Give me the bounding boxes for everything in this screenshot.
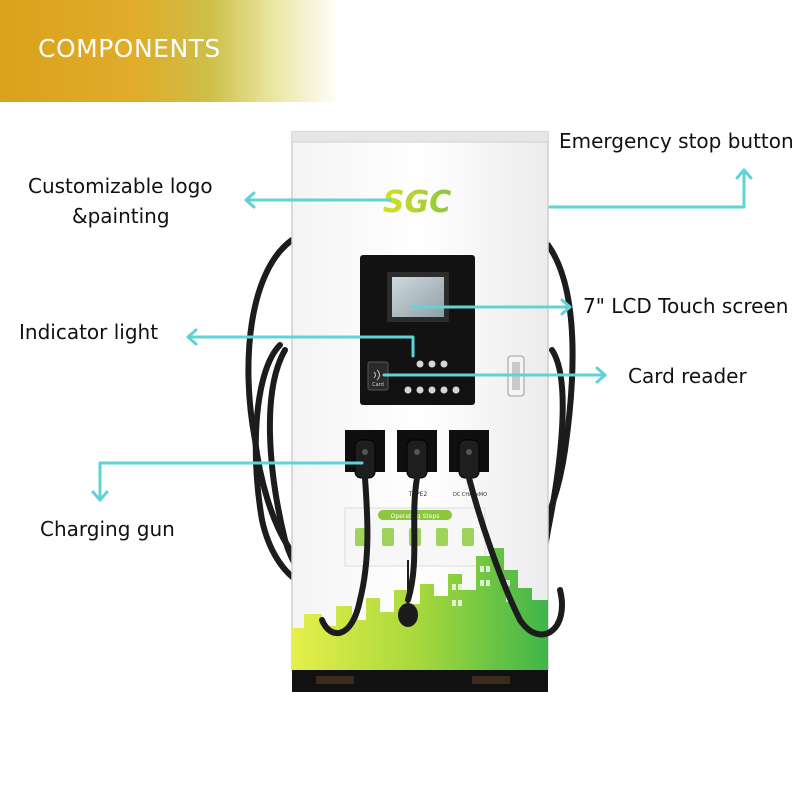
callout-lcd: 7" LCD Touch screen (583, 294, 789, 318)
charging-guns (354, 439, 480, 479)
lcd-screen (392, 277, 444, 317)
card-label: Card (372, 382, 384, 388)
city-skyline (292, 548, 548, 670)
callout-card-reader: Card reader (628, 364, 747, 388)
cabinet-top (292, 132, 548, 142)
gun-pendant (398, 560, 418, 627)
page-title: COMPONENTS (38, 34, 221, 63)
arrow-gun (98, 461, 364, 502)
header-banner: COMPONENTS (0, 0, 340, 102)
gun-details (362, 449, 472, 455)
port-label-chademo: DC CHAdeMO (453, 492, 487, 498)
callout-indicator: Indicator light (19, 320, 159, 344)
callout-gun: Charging gun (40, 517, 175, 541)
indicator-lights (404, 360, 460, 394)
callout-logo: Customizable logo &painting (28, 171, 213, 231)
arrow-indicator (186, 335, 415, 358)
arrow-emergency (548, 168, 746, 209)
callout-logo-line2: &painting (72, 204, 170, 228)
brand-logo: SGC (383, 185, 451, 220)
cable-front (319, 475, 565, 638)
charger-base (292, 670, 548, 692)
nfc-icon (373, 369, 380, 381)
callout-emergency: Emergency stop button (559, 129, 794, 153)
callout-logo-line1: Customizable logo (28, 174, 213, 198)
callout-arrows (91, 168, 753, 502)
